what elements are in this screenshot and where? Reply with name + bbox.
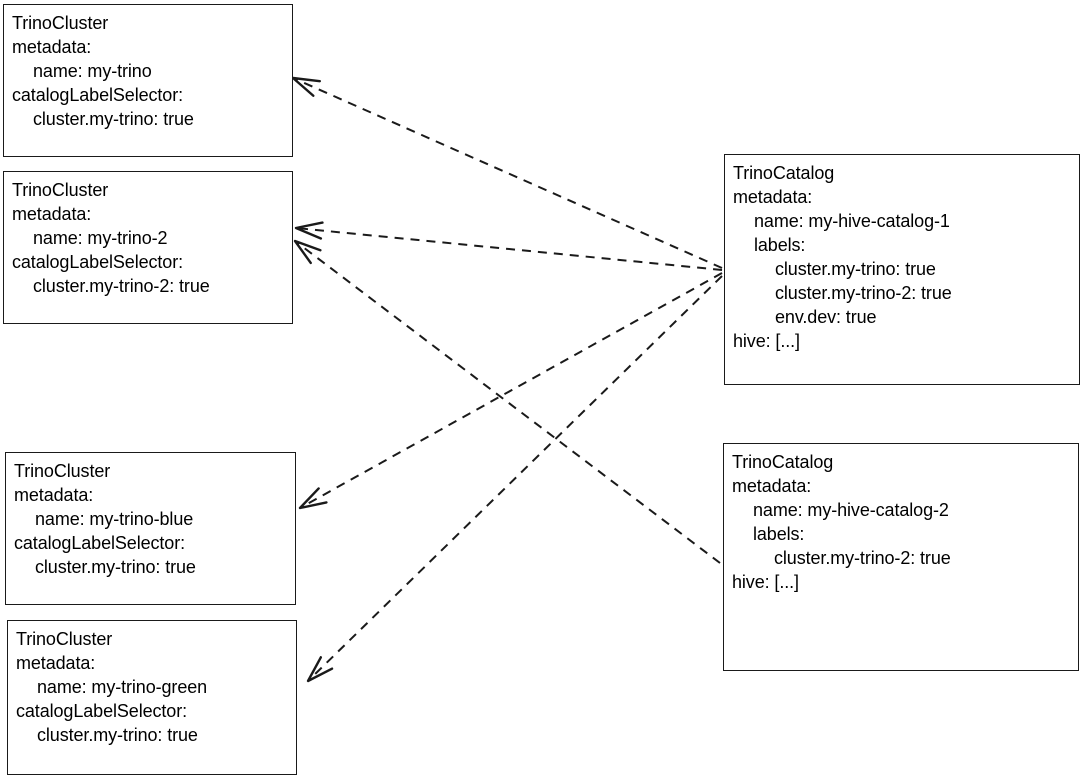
edge-line [294, 240, 721, 564]
node-field-line: name: my-hive-catalog-2 [753, 500, 949, 520]
node-field-line: metadata: [12, 204, 92, 224]
node-field-line: cluster.my-trino: true [35, 557, 196, 577]
node-field-line: name: my-trino [33, 61, 152, 81]
node-field-line: name: my-hive-catalog-1 [754, 211, 950, 231]
node-field-line: name: my-trino-2 [33, 228, 168, 248]
node-cluster-my-trino-blue: TrinoCluster metadata: name: my-trino-blue… [5, 452, 296, 605]
node-field-line: hive: [...] [732, 572, 799, 592]
node-field-line: catalogLabelSelector: [14, 533, 186, 553]
edge-line [292, 77, 723, 269]
node-kind-label: TrinoCluster [12, 180, 109, 200]
arrowhead-icon [294, 221, 324, 240]
node-field-line: cluster.my-trino-2: true [33, 276, 210, 296]
node-field-line: metadata: [16, 653, 96, 673]
node-kind-label: TrinoCatalog [732, 452, 834, 472]
node-field-line: labels: [754, 235, 806, 255]
edge-line [299, 272, 723, 509]
node-catalog-my-hive-catalog-2: TrinoCatalog metadata: name: my-hive-catal… [723, 443, 1079, 671]
node-field-line: catalogLabelSelector: [12, 85, 184, 105]
node-field-line: catalogLabelSelector: [16, 701, 188, 721]
node-field-line: metadata: [14, 485, 94, 505]
edge-catalog1-to-my-trino-blue [298, 272, 723, 510]
node-kind-label: TrinoCluster [16, 629, 113, 649]
node-cluster-my-trino: TrinoCluster metadata: name: my-trino catal… [3, 4, 293, 157]
node-cluster-my-trino-green: TrinoCluster metadata: name: my-trino-gree… [7, 620, 297, 775]
node-cluster-my-trino-2: TrinoCluster metadata: name: my-trino-2 cat… [3, 171, 293, 324]
edge-line [295, 227, 723, 271]
edge-catalog2-to-my-trino-2 [293, 239, 721, 564]
node-kind-label: TrinoCluster [14, 461, 111, 481]
edge-catalog1-to-my-trino-green [306, 275, 723, 683]
edge-catalog1-to-my-trino [291, 76, 723, 269]
node-field-line: metadata: [732, 476, 812, 496]
node-field-line: cluster.my-trino-2: true [775, 283, 952, 303]
node-field-line: cluster.my-trino: true [37, 725, 198, 745]
node-kind-label: TrinoCatalog [733, 163, 835, 183]
node-field-line: cluster.my-trino: true [33, 109, 194, 129]
node-catalog-my-hive-catalog-1: TrinoCatalog metadata: name: my-hive-catal… [724, 154, 1080, 385]
arrowhead-icon [306, 656, 334, 683]
node-field-line: hive: [...] [733, 331, 800, 351]
arrowhead-icon [298, 487, 328, 510]
node-field-line: cluster.my-trino: true [775, 259, 936, 279]
node-field-line: metadata: [733, 187, 813, 207]
node-field-line: metadata: [12, 37, 92, 57]
arrowhead-icon [293, 239, 322, 265]
edge-catalog1-to-my-trino-2 [294, 221, 723, 271]
node-field-line: env.dev: true [775, 307, 877, 327]
node-kind-label: TrinoCluster [12, 13, 109, 33]
node-field-line: cluster.my-trino-2: true [774, 548, 951, 568]
edge-line [307, 275, 723, 682]
node-field-line: name: my-trino-blue [35, 509, 194, 529]
arrowhead-icon [291, 76, 322, 97]
node-field-line: name: my-trino-green [37, 677, 208, 697]
node-field-line: catalogLabelSelector: [12, 252, 184, 272]
node-field-line: labels: [753, 524, 805, 544]
